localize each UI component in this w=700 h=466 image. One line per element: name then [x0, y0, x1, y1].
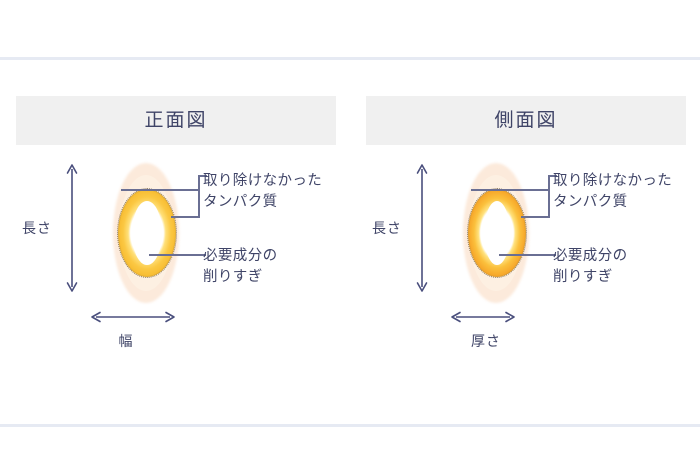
leader-line-protein-vertical	[198, 175, 200, 217]
egg-outline-dotted-side	[467, 188, 527, 278]
leader-line-over-shaved-side	[499, 254, 556, 256]
egg-graphic-front	[96, 163, 196, 303]
panel-side-view: 側面図 長さ	[366, 96, 686, 396]
length-dimension-arrow-side	[415, 163, 429, 293]
leader-line-protein-top-side	[548, 175, 557, 177]
panel-front-view: 正面図 長さ	[16, 96, 336, 396]
length-dimension-label-side: 長さ	[372, 221, 402, 237]
thickness-dimension-label: 厚さ	[471, 334, 501, 350]
callout-protein-front: 取り除けなかった タンパク質	[203, 173, 323, 210]
width-dimension-arrow	[90, 310, 176, 324]
diagram-side-view: 長さ 取り除けなかった タンパク質 必要成分の 削りすぎ	[366, 145, 686, 396]
callout-over-shaved-front: 必要成分の 削りすぎ	[203, 248, 278, 285]
callout-protein-side: 取り除けなかった タンパク質	[553, 173, 673, 210]
length-dimension-label: 長さ	[22, 221, 52, 237]
leader-line-protein-mid-side	[471, 189, 550, 191]
panels-container: 正面図 長さ	[0, 57, 700, 424]
egg-outline-dotted	[117, 188, 177, 278]
callout-over-shaved-side: 必要成分の 削りすぎ	[553, 248, 628, 285]
leader-line-protein-low	[171, 216, 200, 218]
egg-graphic-side	[446, 163, 546, 303]
leader-line-over-shaved	[149, 254, 206, 256]
leader-line-protein-low-side	[521, 216, 550, 218]
length-dimension-arrow	[65, 163, 79, 293]
leader-line-protein-vertical-side	[548, 175, 550, 217]
leader-line-protein-mid	[121, 189, 200, 191]
diagram-front-view: 長さ 取り除けなかった タンパク質 必要成分の 削りすぎ	[16, 145, 336, 396]
leader-line-protein-top	[198, 175, 207, 177]
panel-title-side-view: 側面図	[366, 96, 686, 145]
thickness-dimension-arrow	[450, 310, 516, 324]
divider-bottom	[0, 424, 700, 427]
width-dimension-label: 幅	[118, 334, 134, 350]
divider-top	[0, 57, 700, 60]
panel-title-front-view: 正面図	[16, 96, 336, 145]
